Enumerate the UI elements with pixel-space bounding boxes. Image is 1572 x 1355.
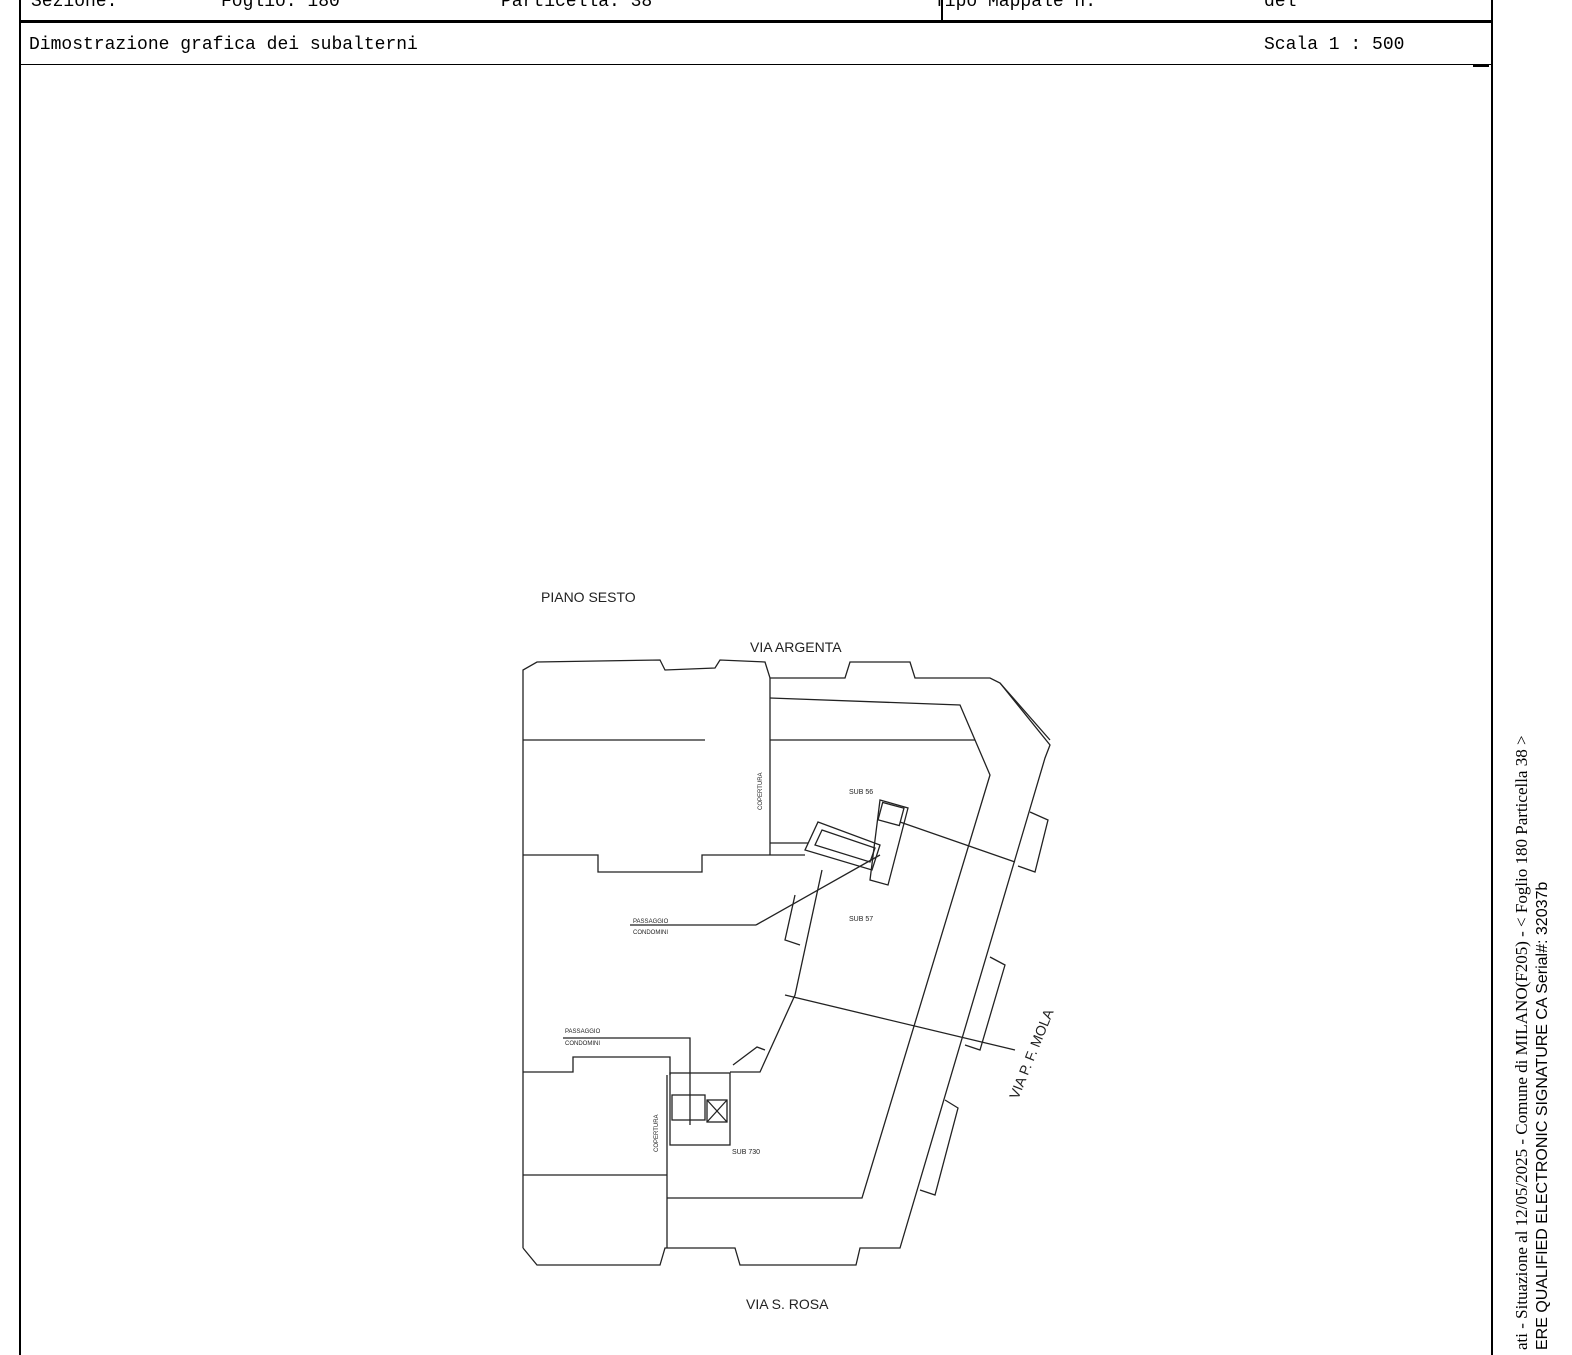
- wall: [523, 854, 805, 873]
- title-row: Dimostrazione grafica dei subalterni Sca…: [19, 23, 1493, 65]
- balcony: [999, 682, 1051, 741]
- del-label: del: [1264, 0, 1297, 12]
- condomini-label: CONDOMINI: [633, 930, 668, 936]
- staircase: [669, 1072, 731, 1146]
- sub-boundary: [899, 821, 1016, 863]
- tipo-mappale-label: Tipo Mappale n.: [934, 0, 1097, 12]
- document-title: Dimostrazione grafica dei subalterni: [29, 35, 418, 55]
- frame-tick: [1473, 64, 1489, 67]
- sub-56-label: SUB 56: [849, 789, 873, 796]
- staircase: [804, 821, 881, 871]
- balcony: [964, 956, 1006, 1051]
- balcony: [1017, 811, 1049, 873]
- street-north: VIA ARGENTA: [750, 639, 842, 655]
- courtyard-line: [667, 697, 991, 1199]
- stair-steps: [671, 1094, 706, 1121]
- side-stamp-line2: ERE QUALIFIED ELECTRONIC SIGNATURE CA Se…: [1534, 881, 1551, 1350]
- lift-icon: [877, 801, 905, 827]
- wall: [523, 1056, 671, 1075]
- copertura-label: COPERTURA: [758, 772, 764, 810]
- lift-cross: [706, 1099, 728, 1123]
- street-south: VIA S. ROSA: [746, 1296, 829, 1312]
- header-divider: [941, 0, 943, 20]
- drawing-frame: [19, 65, 1493, 1355]
- street-east: VIA P. F. MOLA: [1006, 1006, 1057, 1101]
- building-outline: [522, 659, 1051, 1266]
- sub-730-label: SUB 730: [732, 1149, 760, 1156]
- sub-57-label: SUB 57: [849, 916, 873, 923]
- floor-label: PIANO SESTO: [541, 589, 636, 605]
- foglio-label: Foglio: 180: [221, 0, 340, 12]
- wall: [784, 894, 801, 946]
- passaggio-label: PASSAGGIO: [565, 1029, 601, 1035]
- side-stamp-line1: ati - Situazione al 12/05/2025 - Comune …: [1512, 735, 1531, 1350]
- lift-shaft: [869, 799, 909, 886]
- lift-icon: [706, 1099, 728, 1123]
- leader-line: [755, 854, 881, 926]
- copertura-label: COPERTURA: [654, 1114, 660, 1152]
- leader-line: [563, 1037, 691, 1125]
- scale-label: Scala 1 : 500: [1264, 35, 1405, 55]
- wall: [732, 1046, 766, 1066]
- sub-boundary: [784, 994, 1016, 1051]
- header-row: Sezione: Foglio: 180 Particella: 38 Tipo…: [19, 0, 1493, 23]
- staircase-inner: [814, 829, 876, 863]
- balcony: [919, 1099, 959, 1196]
- passaggio-label: PASSAGGIO: [633, 919, 669, 925]
- particella-label: Particella: 38: [501, 0, 653, 12]
- courtyard-wall: [730, 869, 823, 1073]
- condomini-label: CONDOMINI: [565, 1041, 600, 1047]
- sezione-label: Sezione:: [31, 0, 118, 12]
